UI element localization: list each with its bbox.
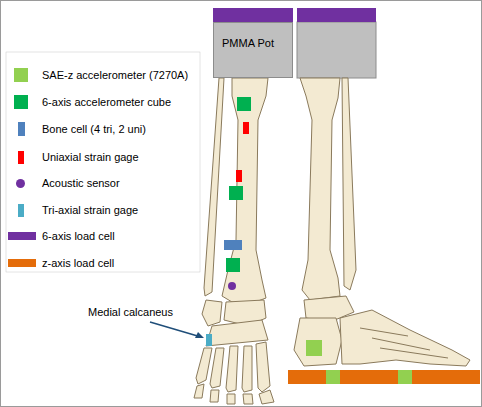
arrow-head xyxy=(195,332,204,338)
pmma-pot xyxy=(297,22,376,78)
load-cell xyxy=(288,370,480,384)
accelerometer xyxy=(398,370,412,384)
legend-text: 6-axis accelerometer cube xyxy=(42,96,171,109)
bones xyxy=(194,78,470,404)
legend-text: Tri-axial strain gage xyxy=(42,204,138,217)
legend-text: Uniaxial strain gage xyxy=(42,151,139,164)
callout-label: Medial calcaneus xyxy=(88,306,173,319)
accelerometer-cube xyxy=(237,97,251,111)
legend-text: SAE-z accelerometer (7270A) xyxy=(42,69,188,82)
legend-text: 6-axis load cell xyxy=(42,230,115,243)
legend-text: z-axis load cell xyxy=(42,257,114,270)
load-cell xyxy=(297,8,376,22)
strain-gage xyxy=(236,170,242,182)
accelerometer xyxy=(306,340,322,356)
legend-swatch xyxy=(18,151,24,164)
legend-frame xyxy=(6,52,200,272)
legend-swatch xyxy=(8,259,36,267)
leader-arrow xyxy=(150,322,201,337)
strain-gage xyxy=(243,122,249,134)
legend-swatch xyxy=(18,204,24,217)
pmma-pot: PMMA Pot xyxy=(213,22,293,78)
legend-text: Bone cell (4 tri, 2 uni) xyxy=(42,123,146,136)
bone-cell xyxy=(224,240,242,250)
pot-label: PMMA Pot xyxy=(222,37,274,50)
load-cell xyxy=(213,8,293,22)
legend-swatch xyxy=(14,95,28,109)
triaxial-gage xyxy=(206,334,212,346)
legend-swatch xyxy=(16,179,25,188)
acoustic-sensor xyxy=(228,282,236,290)
accelerometer-cube xyxy=(226,258,240,272)
accelerometer xyxy=(326,370,340,384)
legend-text: Acoustic sensor xyxy=(42,177,120,190)
legend-swatch xyxy=(18,122,25,136)
accelerometer-cube xyxy=(229,186,243,200)
legend-swatch xyxy=(14,68,28,82)
legend-swatch xyxy=(8,232,36,240)
